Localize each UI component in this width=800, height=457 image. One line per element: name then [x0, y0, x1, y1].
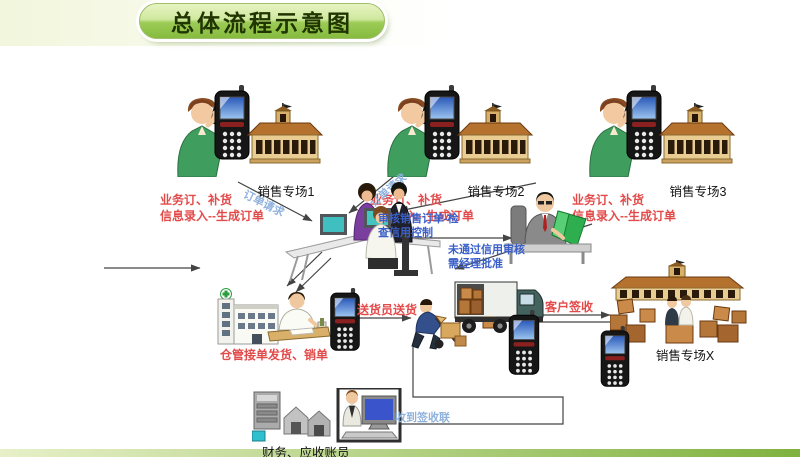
store-3-note: 业务订、补货 信息录入--生成订单 [572, 192, 676, 224]
pda-device-icon [597, 326, 633, 388]
page-title: 总体流程示意图 [171, 10, 353, 36]
finance-label: 财务、应收账员 [262, 446, 350, 457]
store-3-group: 销售专场3 业务订、补货 信息录入--生成订单 [572, 85, 742, 230]
delivery-label: 送货员送货 [357, 303, 418, 317]
warehouse-clerk-image [266, 292, 331, 347]
store-1-note: 业务订、补货 信息录入--生成订单 [160, 192, 264, 224]
arrow-receipt-to-finance [359, 347, 564, 428]
store-building-image [246, 103, 324, 165]
arrow-center-to-warehouse-2 [295, 257, 332, 293]
store-2-note-line1: 业务订、补货 [370, 193, 443, 207]
credit-reject-label: 未通过信用审核 需经理批准 [448, 243, 525, 271]
warehouse-label: 仓管接单发货、销单 [220, 348, 329, 362]
store-building-image [658, 103, 736, 165]
credit-review-label: 审核销售订单-检 查信用控制 [378, 212, 459, 240]
store-3-note-line1: 业务订、补货 [572, 193, 645, 207]
page-title-badge: 总体流程示意图 [139, 3, 385, 39]
credit-reject-line2: 需经理批准 [448, 258, 503, 270]
store-1-note-line1: 业务订、补货 [160, 193, 233, 207]
store-3-name: 销售专场3 [669, 185, 727, 199]
store-2-name: 销售专场2 [467, 185, 525, 199]
storex-name: 销售专场X [655, 349, 715, 363]
credit-review-line1: 审核销售订单-检 [378, 213, 459, 225]
arrow-manager-to-center [398, 182, 537, 213]
pda-device-icon [328, 288, 362, 352]
bottom-gradient-bar [0, 449, 800, 457]
receipt-label: 收到签收联 [395, 412, 450, 424]
finance-station-image [252, 388, 402, 446]
credit-reject-line1: 未通过信用审核 [448, 244, 525, 256]
store-1-group: 销售专场1 业务订、补货 信息录入--生成订单 [160, 85, 330, 230]
credit-review-line2: 查信用控制 [378, 227, 433, 239]
store-1-name: 销售专场1 [257, 185, 315, 199]
store-3-note-line2: 信息录入--生成订单 [572, 209, 676, 223]
store-1-note-line2: 信息录入--生成订单 [160, 209, 264, 223]
store-building-image [456, 103, 534, 165]
arrow-store1-to-center [237, 181, 313, 222]
customer-sign-label: 客户签收 [545, 300, 594, 314]
pda-device-icon [506, 310, 542, 376]
